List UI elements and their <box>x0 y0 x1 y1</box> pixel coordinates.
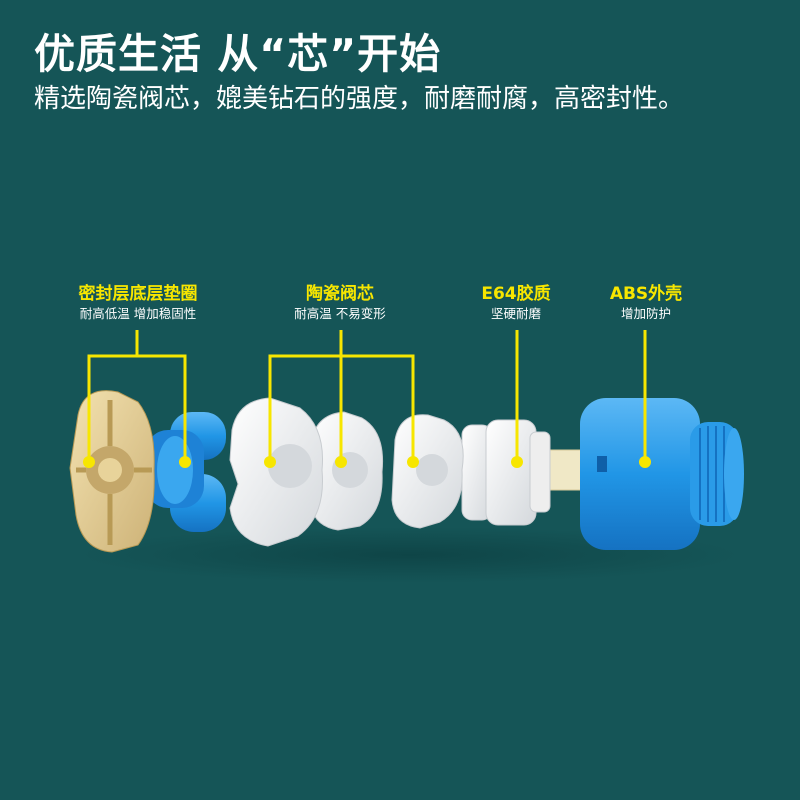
callout-abs-desc: 增加防护 <box>620 306 671 321</box>
callout-gasket-title: 密封层底层垫圈 <box>78 284 198 304</box>
abs-shell <box>580 398 744 550</box>
floor-shadow <box>80 527 740 583</box>
leader-lines <box>87 330 647 462</box>
callout-ceramic: 陶瓷阀芯 耐高温 不易变形 <box>275 283 405 323</box>
callout-ceramic-title: 陶瓷阀芯 <box>306 284 374 304</box>
headline: 优质生活 从“芯”开始 <box>34 30 442 78</box>
callout-abs: ABS外壳 增加防护 <box>596 283 696 323</box>
ceramic-disc-3 <box>391 414 464 529</box>
callout-e64: E64胶质 坚硬耐磨 <box>468 283 564 323</box>
callout-ceramic-desc: 耐高温 不易变形 <box>294 306 386 321</box>
beige-gasket <box>69 390 155 553</box>
callout-e64-desc: 坚硬耐磨 <box>490 306 541 321</box>
callout-gasket: 密封层底层垫圈 耐高低温 增加稳固性 <box>53 283 223 323</box>
callout-abs-title: ABS外壳 <box>609 284 683 304</box>
subtitle: 精选陶瓷阀芯，媲美钻石的强度，耐磨耐腐，高密封性。 <box>34 84 685 114</box>
leader-dots <box>83 456 651 468</box>
callout-e64-title: E64胶质 <box>481 284 551 304</box>
ceramic-disc-1 <box>229 397 324 547</box>
callout-gasket-desc: 耐高低温 增加稳固性 <box>79 306 197 321</box>
e64-core <box>461 419 551 526</box>
